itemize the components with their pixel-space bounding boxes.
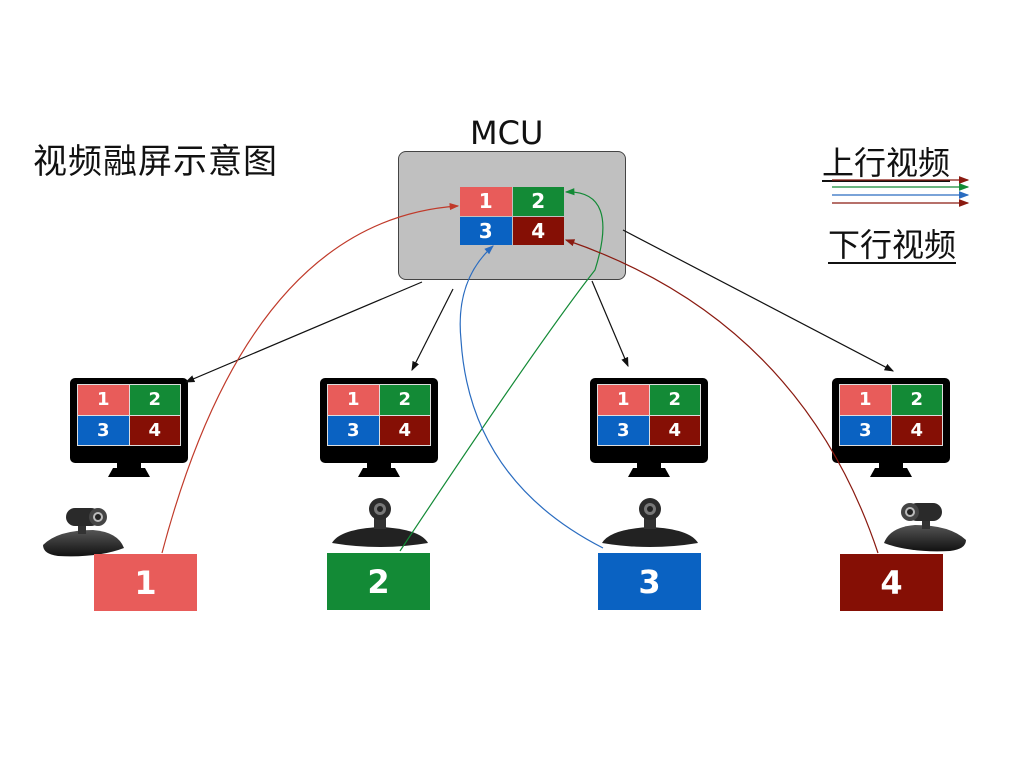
- monitor-icon: 1 2 3 4: [832, 378, 950, 480]
- screen-cell-3: 3: [840, 415, 891, 445]
- screen-cell-1: 1: [598, 385, 649, 415]
- screen-cell-1: 1: [78, 385, 129, 415]
- terminal-3: 3: [598, 553, 701, 610]
- terminal-4: 4: [840, 554, 943, 611]
- screen-cell-2: 2: [891, 385, 942, 415]
- mcu-cell-1: 1: [460, 187, 512, 216]
- screen-cell-4: 4: [379, 415, 430, 445]
- screen-cell-3: 3: [78, 415, 129, 445]
- monitor-screen-layout: 1 2 3 4: [839, 384, 943, 446]
- screen-cell-1: 1: [840, 385, 891, 415]
- conference-camera-icon: [332, 498, 428, 547]
- monitor-screen-layout: 1 2 3 4: [327, 384, 431, 446]
- monitor-screen-layout: 1 2 3 4: [77, 384, 181, 446]
- mcu-label: MCU: [470, 114, 544, 152]
- screen-cell-2: 2: [379, 385, 430, 415]
- mcu-cell-2: 2: [512, 187, 564, 216]
- monitor-icon: 1 2 3 4: [590, 378, 708, 480]
- legend-uplink-label: 上行视频: [822, 144, 951, 182]
- ptz-camera-icon: [43, 508, 124, 557]
- terminal-2: 2: [327, 553, 430, 610]
- screen-cell-2: 2: [129, 385, 180, 415]
- screen-cell-4: 4: [649, 415, 700, 445]
- screen-cell-1: 1: [328, 385, 379, 415]
- screen-cell-3: 3: [598, 415, 649, 445]
- ptz-camera-icon: [884, 503, 966, 552]
- downlink-arrow-3: [591, 280, 629, 368]
- mcu-cell-4: 4: [512, 216, 564, 245]
- diagram-title: 视频融屏示意图: [33, 142, 278, 182]
- conference-camera-icon: [602, 498, 698, 547]
- screen-cell-4: 4: [129, 415, 180, 445]
- screen-cell-4: 4: [891, 415, 942, 445]
- mcu-cell-3: 3: [460, 216, 512, 245]
- monitor-icon: 1 2 3 4: [70, 378, 188, 480]
- uplink-curve-3: [459, 245, 604, 549]
- legend-downlink-label: 下行视频: [828, 226, 957, 264]
- mcu-composite-layout: 1 2 3 4: [460, 187, 564, 245]
- downlink-arrow-2: [411, 288, 454, 372]
- monitor-icon: 1 2 3 4: [320, 378, 438, 480]
- monitor-screen-layout: 1 2 3 4: [597, 384, 701, 446]
- terminal-1: 1: [94, 554, 197, 611]
- downlink-arrow-1: [184, 281, 423, 383]
- screen-cell-2: 2: [649, 385, 700, 415]
- screen-cell-3: 3: [328, 415, 379, 445]
